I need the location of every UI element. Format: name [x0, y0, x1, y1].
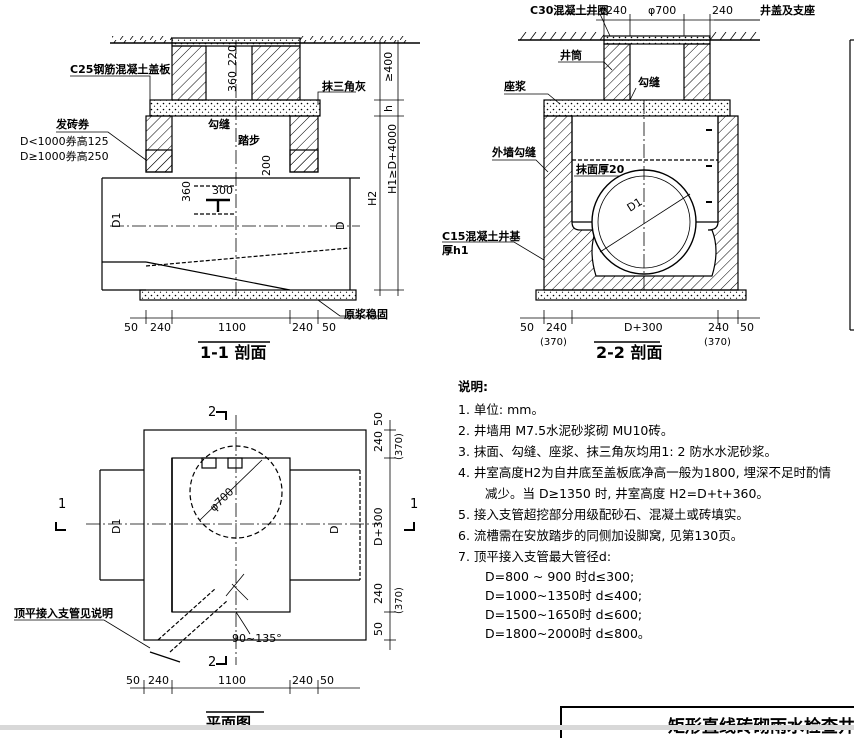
waiqiang-label: 外墙勾缝	[491, 145, 536, 159]
dim-300: 300	[212, 184, 233, 197]
dim-360b: 360	[180, 181, 193, 202]
c30-label: C30混凝土井圈	[530, 3, 608, 17]
dim-ge400: ≥400	[382, 52, 395, 82]
b2-50b: 50	[740, 321, 754, 334]
zuojiang-label: 座浆	[503, 79, 527, 93]
dim-360: 360	[226, 71, 239, 92]
dim-h1: H1≥D+4000	[386, 124, 399, 194]
bdim-50b: 50	[322, 321, 336, 334]
p-b50: 50	[126, 674, 140, 687]
b2-50: 50	[520, 321, 534, 334]
bdim-240a: 240	[150, 321, 171, 334]
dim-h2: H2	[366, 191, 379, 206]
bdim-50: 50	[124, 321, 138, 334]
arch-height-1: D<1000券高125	[20, 134, 109, 148]
tabu-label: 踏步	[238, 133, 260, 147]
bdim-240b: 240	[292, 321, 313, 334]
note-4: 4. 井室高度H2为自井底至盖板底净高一般为1800, 埋深不足时酌情	[458, 465, 832, 480]
c25-label: C25钢筋混凝土盖板	[70, 62, 171, 76]
cut1-right: 1	[410, 497, 418, 512]
section-1-1	[56, 36, 420, 343]
top-700: φ700	[648, 4, 676, 17]
cut2-top: 2	[208, 405, 216, 420]
plan-d1: D1	[110, 519, 123, 534]
p-b240a: 240	[148, 674, 169, 687]
top-240b: 240	[712, 4, 733, 17]
dim-200: 200	[260, 155, 273, 176]
plan-d: D	[328, 526, 341, 534]
note-1: 1. 单位: mm。	[458, 402, 544, 417]
section-2-2	[442, 13, 760, 343]
dim-h: h	[382, 105, 395, 112]
b2-370b: (370)	[704, 337, 731, 348]
p-b1100: 1100	[218, 674, 246, 687]
right-table-frame	[849, 39, 854, 331]
section-2-2-labels: C30混凝土井圈 240 φ700 240 井盖及支座 井筒 座浆 勾缝 外墙勾…	[442, 3, 815, 362]
r-370b: (370)	[394, 587, 405, 614]
angle-label: 90~135°	[232, 632, 282, 645]
dim-220: 220	[226, 45, 239, 66]
title-block: 矩形直线砖砌雨水检查井	[560, 706, 854, 738]
p-b240b: 240	[292, 674, 313, 687]
cut2-bottom: 2	[208, 655, 216, 670]
r-240b: 240	[372, 583, 385, 604]
arch-height-2: D≥1000券高250	[20, 149, 109, 163]
mianhou-label: 抹面厚20	[576, 162, 625, 176]
note-7: 7. 顶平接入支管最大管径d:	[458, 549, 612, 564]
r-50: 50	[372, 412, 385, 426]
note-7-d3: D=1500~1650时 d≤600;	[485, 607, 643, 622]
horizontal-scrollbar[interactable]	[0, 725, 854, 730]
b2-240b: 240	[708, 321, 729, 334]
side-note: 顶平接入支管见说明	[14, 606, 113, 620]
c15-label: C15混凝土井基	[442, 229, 521, 243]
note-7-d4: D=1800~2000时 d≤800。	[485, 626, 651, 641]
h1-label: 厚h1	[442, 244, 469, 257]
r-370: (370)	[394, 433, 405, 460]
r-d300: D+300	[372, 507, 385, 546]
r-50b: 50	[372, 622, 385, 636]
section-2-2-title: 2-2 剖面	[596, 343, 662, 362]
notes-heading: 说明:	[458, 379, 488, 394]
bdim-1100: 1100	[218, 321, 246, 334]
b2-370a: (370)	[540, 337, 567, 348]
brick-arch-label: 发砖券	[55, 117, 90, 131]
jingtong-label: 井筒	[560, 48, 582, 62]
notes: 说明: 1. 单位: mm。 2. 井墙用 M7.5水泥砂浆砌 MU10砖。 3…	[458, 376, 852, 643]
note-5: 5. 接入支管超挖部分用级配砂石、混凝土或砖填实。	[458, 507, 749, 522]
section-1-1-title: 1-1 剖面	[200, 343, 266, 362]
b2-d300: D+300	[624, 321, 663, 334]
cover-label: 井盖及支座	[760, 3, 815, 17]
yuanjiang-label: 原浆稳固	[344, 307, 388, 321]
pipe-d: D	[334, 222, 347, 230]
p-b50b: 50	[320, 674, 334, 687]
cut1-left: 1	[58, 497, 66, 512]
plan-view	[14, 411, 415, 713]
note-7-d1: D=800 ~ 900 时d≤300;	[485, 569, 635, 584]
top-240a: 240	[606, 4, 627, 17]
gouf-label: 勾缝	[208, 117, 230, 131]
gouf-label-2: 勾缝	[638, 75, 660, 89]
note-7-d2: D=1000~1350时 d≤400;	[485, 588, 643, 603]
mo-label: 抹三角灰	[322, 79, 366, 93]
note-3: 3. 抹面、勾缝、座浆、抹三角灰均用1: 2 防水水泥砂浆。	[458, 444, 777, 459]
b2-240a: 240	[546, 321, 567, 334]
note-4-cont: 减少。当 D≥1350 时, 井室高度 H2=D+t+360。	[485, 486, 769, 501]
note-2: 2. 井墙用 M7.5水泥砂浆砌 MU10砖。	[458, 423, 674, 438]
note-6: 6. 流槽需在安放踏步的同侧加设脚窝, 见第130页。	[458, 528, 744, 543]
pipe-d1: D1	[110, 213, 123, 228]
section-1-1-labels: C25钢筋混凝土盖板 发砖券 D<1000券高125 D≥1000券高250 勾…	[20, 45, 399, 362]
r-240: 240	[372, 431, 385, 452]
